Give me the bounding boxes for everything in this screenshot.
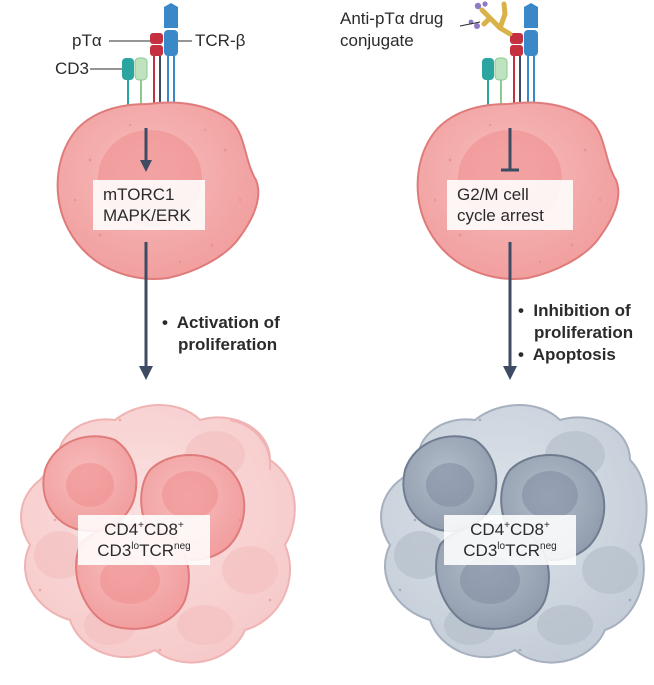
tcrb-chain bbox=[164, 3, 178, 28]
right-population-line-2: CD3loTCRneg bbox=[463, 541, 557, 560]
left-population-box: CD4+CD8+ CD3loTCRneg bbox=[78, 515, 210, 565]
left-signaling-box: mTORC1 MAPK/ERK bbox=[93, 180, 205, 230]
left-population-line-1: CD4+CD8+ bbox=[104, 520, 184, 539]
pta-chain bbox=[150, 33, 163, 44]
left-outcome-list: • Activation of proliferation bbox=[162, 313, 280, 354]
right-inhibited-cluster bbox=[380, 404, 648, 664]
cd3-teal-subunit bbox=[122, 58, 134, 80]
right-outcome-list: • Inhibition of proliferation • Apoptosi… bbox=[518, 301, 634, 364]
left-population-line-2: CD3loTCRneg bbox=[97, 541, 191, 560]
right-signaling-box: G2/M cell cycle arrest bbox=[447, 180, 573, 230]
left-signaling-line-1: mTORC1 bbox=[103, 185, 175, 204]
cd3-light-subunit bbox=[134, 57, 148, 81]
right-panel bbox=[380, 1, 648, 664]
left-cell-texture bbox=[73, 123, 242, 264]
drug-payload bbox=[474, 2, 482, 10]
pta-label: pTα bbox=[72, 31, 102, 50]
left-signaling-line-2: MAPK/ERK bbox=[103, 206, 191, 225]
right-outcome-item-2: • Apoptosis bbox=[518, 345, 616, 364]
left-receptor-complex bbox=[90, 3, 192, 124]
left-signal-arrowhead bbox=[140, 160, 152, 172]
right-outcome-item-1: • Inhibition of bbox=[518, 301, 631, 320]
drug-label: Anti-pTα drug conjugate bbox=[340, 9, 444, 50]
anti-pta-drug-conjugate bbox=[459, 1, 513, 37]
tcrb-label: TCR-β bbox=[195, 31, 246, 50]
right-population-line-1: CD4+CD8+ bbox=[470, 520, 550, 539]
right-signaling-line-1: G2/M cell bbox=[457, 185, 529, 204]
right-signaling-line-2: cycle arrest bbox=[457, 206, 544, 225]
left-outcome-item: • Activation of bbox=[162, 313, 280, 332]
right-population-box: CD4+CD8+ CD3loTCRneg bbox=[444, 515, 576, 565]
cd3-label: CD3 bbox=[55, 59, 90, 78]
